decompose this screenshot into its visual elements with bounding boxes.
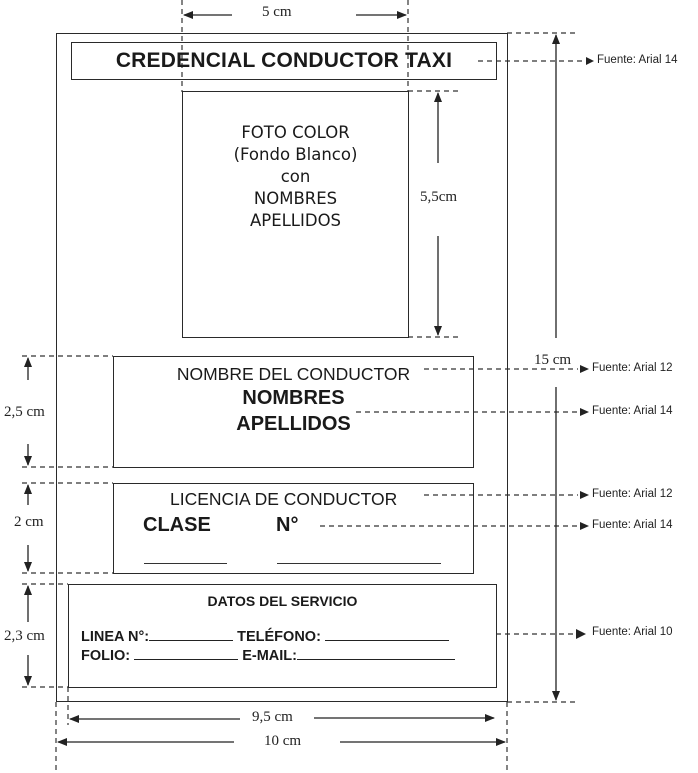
photo-line: NOMBRES xyxy=(253,189,338,208)
driver-name-label: NOMBRE DEL CONDUCTOR xyxy=(176,364,411,384)
arrowhead-title xyxy=(586,57,594,65)
license-number-blank xyxy=(277,563,441,564)
arrowhead-name-value xyxy=(580,408,589,416)
line-number-label: LINEA N°: xyxy=(81,629,150,645)
photo-line: con xyxy=(280,167,311,186)
driver-first-names: NOMBRES xyxy=(242,387,345,409)
title-box: CREDENCIAL CONDUCTOR TAXI xyxy=(71,42,497,80)
credential-card-outline xyxy=(56,33,508,702)
font-note-title: Fuente: Arial 14 xyxy=(597,54,678,66)
photo-line: (Fondo Blanco) xyxy=(233,145,358,164)
license-label: LICENCIA DE CONDUCTOR xyxy=(170,489,398,509)
dim-license-box-height: 2 cm xyxy=(14,514,44,530)
line-number-blank xyxy=(149,628,234,641)
dim-name-box-height: 2,5 cm xyxy=(4,404,45,420)
dim-photo-height: 5,5cm xyxy=(420,189,458,205)
dim-inner-width: 9,5 cm xyxy=(252,709,293,725)
email-blank xyxy=(296,647,455,660)
license-class-label: CLASE xyxy=(143,514,211,536)
card-title: CREDENCIAL CONDUCTOR TAXI xyxy=(115,49,453,72)
dim-card-height: 15 cm xyxy=(534,352,572,368)
license-class-blank xyxy=(144,563,227,564)
arrowhead-name-label xyxy=(580,365,589,373)
font-note-license-label: Fuente: Arial 12 xyxy=(592,488,673,500)
service-title: DATOS DEL SERVICIO xyxy=(207,593,358,609)
license-number-label: N° xyxy=(276,514,299,536)
photo-line: FOTO COLOR xyxy=(241,123,350,142)
dim-photo-width: 5 cm xyxy=(262,4,292,20)
dim-service-box-height: 2,3 cm xyxy=(4,628,45,644)
arrowhead-license-label xyxy=(580,491,589,499)
service-row-line-phone: LINEA N°: TELÉFONO: xyxy=(81,628,449,645)
arrowhead-service xyxy=(576,629,586,639)
driver-name-box: NOMBRE DEL CONDUCTOR NOMBRES APELLIDOS xyxy=(113,356,474,468)
photo-line: APELLIDOS xyxy=(249,211,342,230)
font-note-name-label: Fuente: Arial 12 xyxy=(592,362,673,374)
dim-card-width: 10 cm xyxy=(264,733,302,749)
driver-last-names: APELLIDOS xyxy=(236,413,351,435)
font-note-name-value: Fuente: Arial 14 xyxy=(592,405,673,417)
photo-instructions: FOTO COLOR (Fondo Blanco) con NOMBRES AP… xyxy=(183,122,408,232)
phone-label: TELÉFONO: xyxy=(237,629,321,645)
email-label: E-MAIL: xyxy=(242,648,297,664)
service-data-box: DATOS DEL SERVICIO LINEA N°: TELÉFONO: F… xyxy=(68,584,497,688)
phone-blank xyxy=(324,628,449,641)
font-note-license-fields: Fuente: Arial 14 xyxy=(592,519,673,531)
folio-label: FOLIO: xyxy=(81,648,131,664)
photo-placeholder-box: FOTO COLOR (Fondo Blanco) con NOMBRES AP… xyxy=(182,91,409,338)
font-note-service: Fuente: Arial 10 xyxy=(592,626,673,638)
service-row-folio-email: FOLIO: E-MAIL: xyxy=(81,647,455,664)
license-box: LICENCIA DE CONDUCTOR CLASE N° xyxy=(113,483,474,574)
arrowhead-license-fields xyxy=(580,522,589,530)
folio-blank xyxy=(134,647,239,660)
